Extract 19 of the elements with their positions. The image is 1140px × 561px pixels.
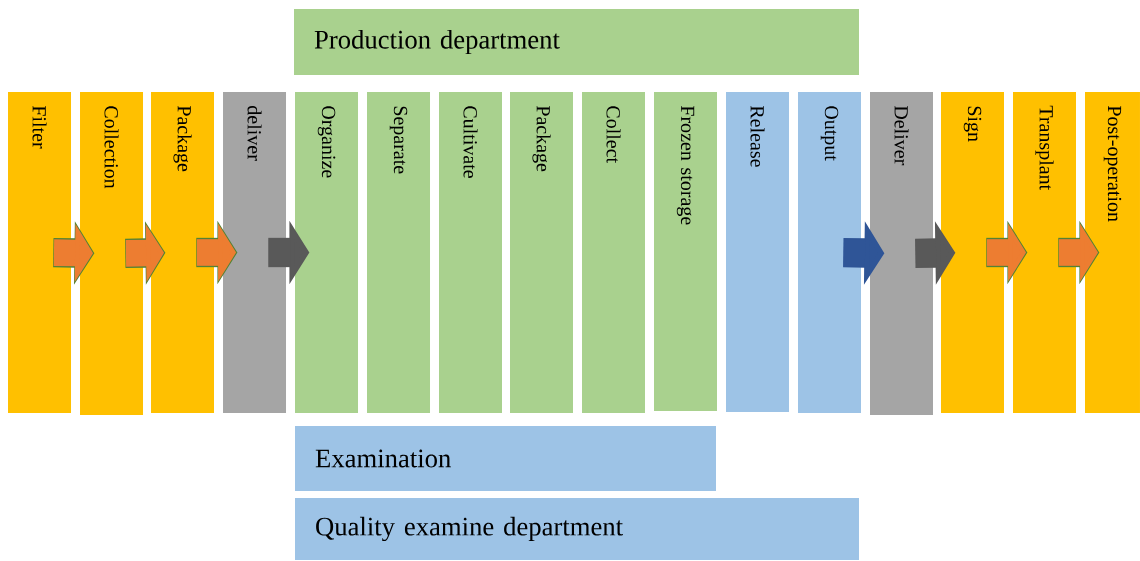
department-band: Examination: [295, 426, 716, 491]
process-column: Cultivate: [439, 92, 502, 413]
process-column: Frozen storage: [654, 92, 717, 411]
process-column: Organize: [295, 92, 358, 413]
department-band: Production department: [294, 9, 859, 75]
process-column: Deliver: [870, 92, 933, 415]
process-column: Separate: [367, 92, 430, 413]
process-column: Post-operation: [1085, 92, 1140, 413]
department-band: Quality examine department: [295, 498, 859, 560]
process-column: Collect: [582, 92, 645, 413]
process-column: Transplant: [1013, 92, 1076, 413]
process-column: Package: [151, 92, 214, 413]
process-column: Filter: [8, 92, 71, 413]
process-column: deliver: [223, 92, 286, 413]
process-column: Release: [726, 92, 789, 412]
process-column: Output: [798, 92, 861, 413]
process-column: Package: [510, 92, 573, 413]
process-column: Sign: [941, 92, 1004, 413]
process-column: Collection: [80, 92, 143, 415]
